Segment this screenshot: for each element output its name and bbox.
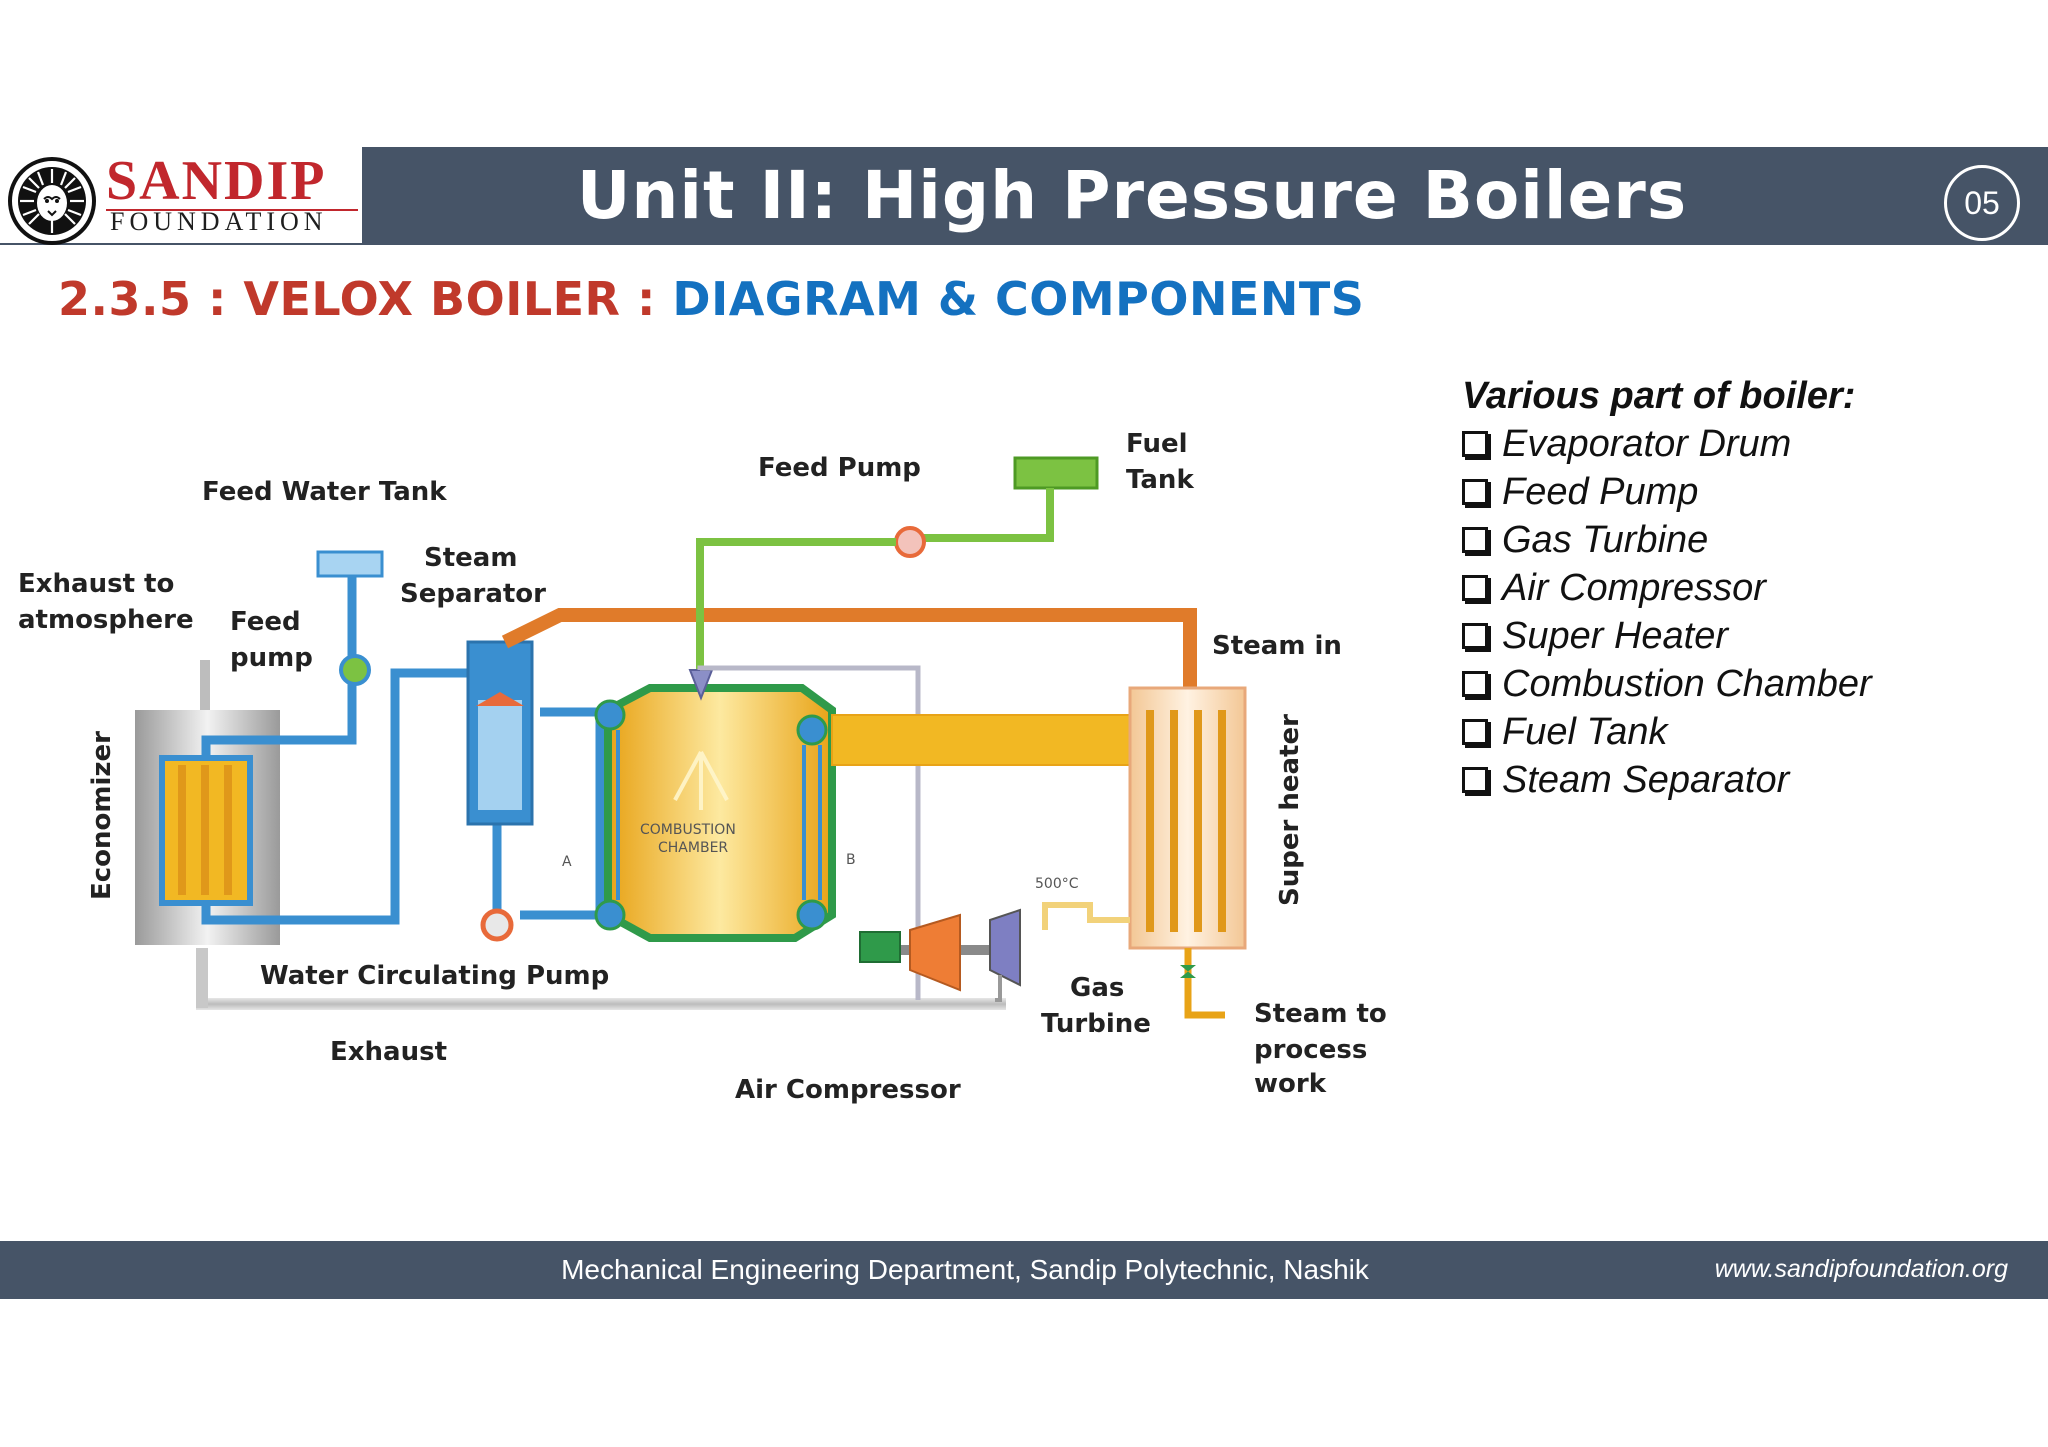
footer-department: Mechanical Engineering Department, Sandi…	[561, 1254, 1369, 1285]
parts-list-item-label: Gas Turbine	[1502, 518, 1709, 561]
parts-list-item-label: Evaporator Drum	[1502, 422, 1792, 465]
checkbox-icon	[1462, 671, 1488, 697]
compressor-motor	[859, 931, 901, 963]
gas-turbine	[989, 908, 1021, 987]
label-process: process	[1254, 1035, 1367, 1065]
label-steam: Steam	[424, 543, 517, 573]
fuel-pump	[894, 526, 926, 558]
label-fuel: Fuel	[1126, 429, 1188, 459]
feed-water-tank	[316, 550, 384, 578]
parts-list-item-label: Feed Pump	[1502, 470, 1699, 513]
parts-list-item-label: Steam Separator	[1502, 758, 1790, 801]
logo-subtitle: FOUNDATION	[110, 207, 328, 236]
combustion-label-2: CHAMBER	[658, 840, 728, 856]
footer-website: www.sandipfoundation.org	[1714, 1255, 2008, 1283]
parts-list-item-label: Fuel Tank	[1502, 710, 1668, 753]
section-heading: 2.3.5 : VELOX BOILER : DIAGRAM & COMPONE…	[58, 272, 1364, 326]
label-feed-pump-top: Feed Pump	[758, 453, 921, 483]
logo-name: SANDIP	[106, 150, 327, 212]
label-tank: Tank	[1126, 465, 1194, 495]
section-topic: DIAGRAM & COMPONENTS	[672, 272, 1365, 326]
parts-list-item: Evaporator Drum	[1462, 420, 2022, 468]
label-steam-in: Steam in	[1212, 631, 1342, 661]
label-super-heater: Super heater	[1275, 714, 1305, 906]
label-air-compressor: Air Compressor	[735, 1075, 961, 1105]
label-separator: Separator	[400, 579, 546, 609]
page-number-badge: 05	[1944, 165, 2020, 241]
label-exhaust: Exhaust	[330, 1037, 447, 1067]
logo-divider	[106, 209, 358, 211]
combustion-label-1: COMBUSTION	[640, 822, 736, 838]
section-number: 2.3.5 : VELOX BOILER :	[58, 272, 656, 326]
parts-list-item: Combustion Chamber	[1462, 660, 2022, 708]
water-circulating-pump	[480, 908, 514, 942]
temperature-label: 500°C	[1035, 876, 1079, 892]
velox-boiler-diagram: COMBUSTION CHAMBER A B 500°C Feed Pump F…	[18, 429, 1387, 1105]
logo: SANDIP FOUNDATION	[0, 147, 362, 245]
label-turbine: Turbine	[1041, 1009, 1151, 1039]
parts-title: Various part of boiler:	[1462, 375, 1856, 417]
air-compressor	[909, 913, 961, 992]
parts-list-item: Steam Separator	[1462, 756, 2022, 804]
label-atmosphere: atmosphere	[18, 605, 194, 635]
checkbox-icon	[1462, 767, 1488, 793]
lion-emblem-icon	[8, 157, 96, 245]
label-work: work	[1254, 1069, 1327, 1099]
footer-bar: Mechanical Engineering Department, Sandi…	[0, 1241, 2048, 1299]
checkbox-icon	[1462, 575, 1488, 601]
checkbox-icon	[1462, 431, 1488, 457]
checkbox-icon	[1462, 719, 1488, 745]
parts-list-item-label: Combustion Chamber	[1502, 662, 1872, 705]
label-gas: Gas	[1070, 973, 1124, 1003]
exhaust-riser	[196, 948, 208, 1008]
parts-list-item: Gas Turbine	[1462, 516, 2022, 564]
hot-gas-duct	[831, 714, 1131, 766]
exhaust-duct	[196, 998, 1006, 1010]
checkbox-icon	[1462, 623, 1488, 649]
parts-list-item-label: Air Compressor	[1502, 566, 1766, 609]
label-exhaust-to: Exhaust to	[18, 569, 174, 599]
exhaust-stack	[200, 660, 210, 710]
label-feed-water-tank: Feed Water Tank	[202, 477, 447, 507]
parts-list-item: Fuel Tank	[1462, 708, 2022, 756]
checkbox-icon	[1462, 527, 1488, 553]
label-water-circulating-pump: Water Circulating Pump	[260, 961, 609, 991]
point-b-label: B	[846, 852, 856, 868]
label-steam-to: Steam to	[1254, 999, 1387, 1029]
steam-pipe	[501, 608, 1197, 690]
slide-title: Unit II: High Pressure Boilers	[576, 157, 1688, 234]
fuel-tank	[1013, 456, 1099, 490]
parts-list-item: Feed Pump	[1462, 468, 2022, 516]
parts-list-item: Air Compressor	[1462, 564, 2022, 612]
label-economizer: Economizer	[87, 731, 117, 900]
parts-list-item-label: Super Heater	[1502, 614, 1729, 657]
point-a-label: A	[562, 854, 572, 870]
parts-list-item: Super Heater	[1462, 612, 2022, 660]
feed-pump	[339, 654, 371, 686]
label-pump: pump	[230, 643, 313, 673]
label-feed: Feed	[230, 607, 301, 637]
checkbox-icon	[1462, 479, 1488, 505]
